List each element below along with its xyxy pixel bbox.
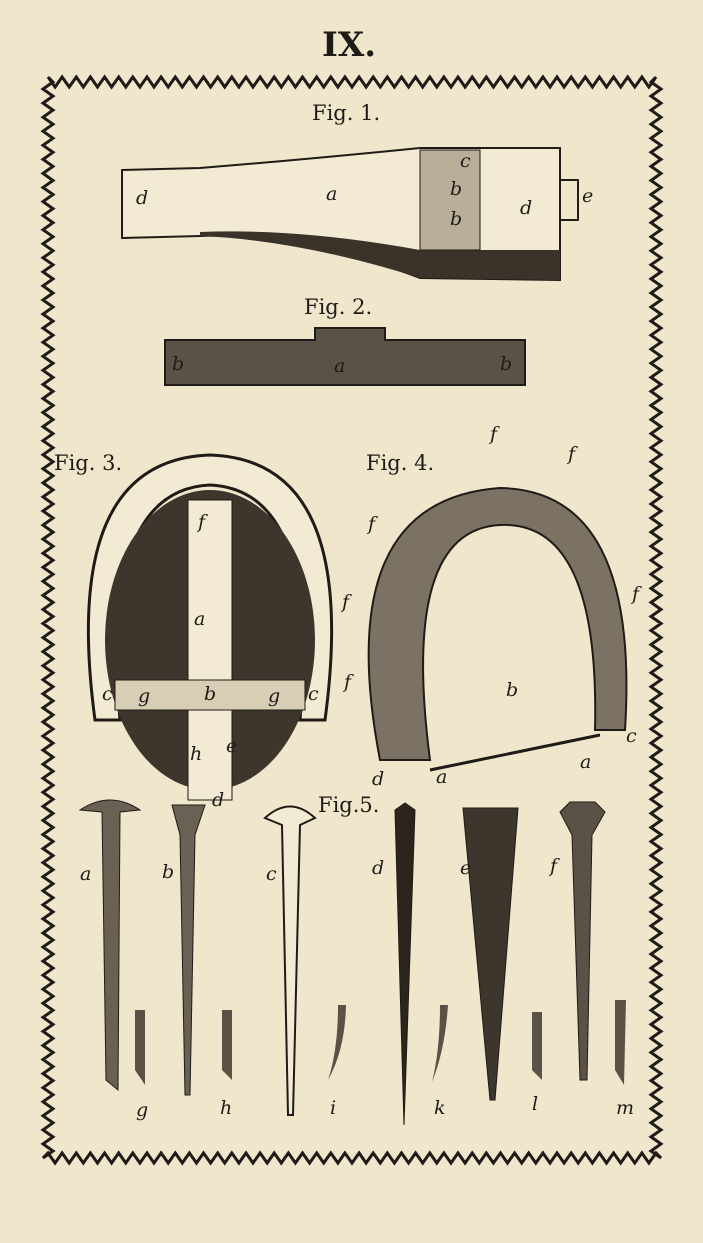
- fig3-label-h: h: [190, 743, 202, 765]
- fig5-label-k: k: [434, 1097, 446, 1119]
- fig5-label-g: g: [136, 1099, 148, 1121]
- fig4-label-f1: f: [488, 423, 500, 445]
- fig3-label-e: e: [226, 735, 237, 757]
- fig1-title: Fig. 1.: [312, 101, 380, 125]
- fig4-label-f3: f: [366, 513, 378, 535]
- fig3-label-a: a: [194, 608, 205, 630]
- fig5-label-b: b: [162, 861, 174, 883]
- fig1-label-d-right: d: [520, 197, 532, 219]
- figure-5: Fig.5. a b d c d e f g h i k l m: [78, 789, 634, 1126]
- fig5-label-e: e: [460, 857, 471, 879]
- fig2-label-b-left: b: [172, 353, 184, 375]
- nail-d: [394, 802, 416, 1126]
- fig3-label-c-left: c: [102, 683, 113, 705]
- fig4-label-c: c: [626, 725, 637, 747]
- fig3-label-c-right: c: [308, 683, 319, 705]
- fig2-label-b-right: b: [500, 353, 512, 375]
- fig1-label-b-bottom: b: [450, 208, 462, 230]
- fig5-label-d-top: d: [212, 789, 224, 811]
- fig5-title: Fig.5.: [318, 793, 379, 817]
- fig2-title: Fig. 2.: [304, 295, 372, 319]
- fig4-horseshoe: [367, 486, 628, 761]
- fig3-label-g-right: g: [268, 685, 280, 707]
- figure-3: Fig. 3. f a b c c g g h e: [54, 451, 334, 801]
- fig3-label-g-left: g: [138, 685, 150, 707]
- nail-a: [78, 799, 142, 1092]
- fig1-label-e: e: [582, 185, 593, 207]
- fig3-label-f: f: [196, 511, 208, 533]
- figure-2: Fig. 2. b a b: [164, 295, 526, 386]
- fig1-label-b-top: b: [450, 178, 462, 200]
- figure-4: Fig. 4. f f f f f f b d a a c: [340, 423, 642, 790]
- zigzag-border: [40, 74, 664, 1166]
- fig5-label-c: c: [266, 863, 277, 885]
- fig4-label-a-right: a: [580, 751, 591, 773]
- fig4-label-f5: f: [340, 591, 352, 613]
- fig4-label-b: b: [506, 679, 518, 701]
- fig5-label-d: d: [372, 857, 384, 879]
- nail-b: [171, 804, 206, 1096]
- fig4-label-d: d: [372, 768, 384, 790]
- fig4-label-f6: f: [342, 671, 354, 693]
- fig4-label-a-left: a: [436, 766, 447, 788]
- fig5-label-l: l: [532, 1093, 538, 1115]
- figure-1: Fig. 1. d a c b b d e: [121, 101, 593, 282]
- plate-number: IX.: [322, 25, 376, 65]
- fig5-label-a: a: [80, 863, 91, 885]
- fig3-label-b: b: [204, 683, 216, 705]
- fig5-label-h: h: [220, 1097, 232, 1119]
- fig4-label-f4: f: [630, 583, 642, 605]
- fig1-label-a: a: [326, 183, 337, 205]
- fig1-label-d-left: d: [136, 187, 148, 209]
- nail-e: [462, 807, 519, 1101]
- fig3-title: Fig. 3.: [54, 451, 122, 475]
- nail-f: [559, 801, 606, 1081]
- fig4-label-f2: f: [566, 443, 578, 465]
- fig4-title: Fig. 4.: [366, 451, 434, 475]
- fig5-label-i: i: [330, 1097, 336, 1119]
- fig2-bar: [164, 327, 526, 386]
- fig5-label-m: m: [616, 1097, 634, 1119]
- fig5-label-f: f: [548, 855, 560, 877]
- fig1-label-c: c: [460, 150, 471, 172]
- fig2-label-a: a: [334, 355, 345, 377]
- nail-c: [263, 805, 317, 1116]
